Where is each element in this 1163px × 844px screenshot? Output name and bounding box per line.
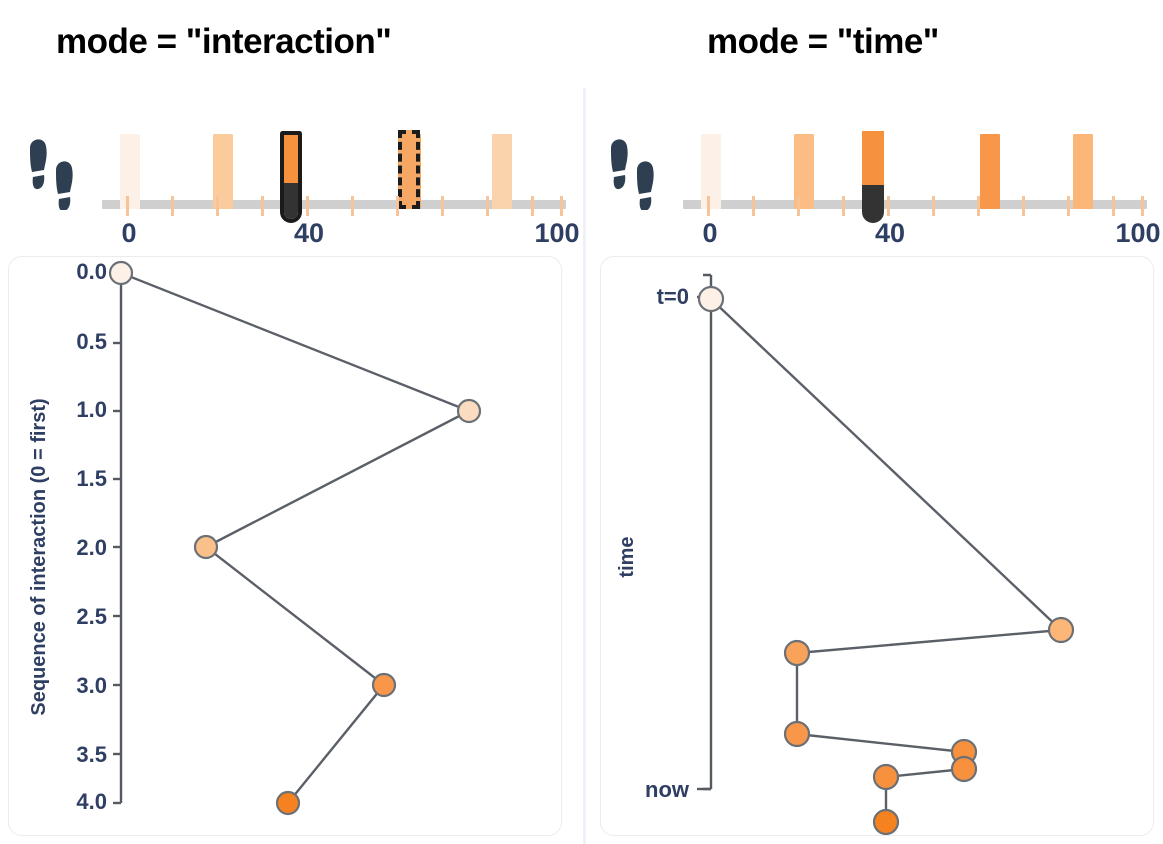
ytick-label-now: now bbox=[645, 777, 690, 802]
slider-tick-3 bbox=[261, 196, 264, 216]
slider-track[interactable] bbox=[102, 200, 566, 209]
slider-tick-4 bbox=[887, 196, 890, 216]
slider-tick-2 bbox=[797, 196, 800, 216]
slider-tick-6 bbox=[396, 196, 399, 216]
slider-tick-4 bbox=[306, 196, 309, 216]
slider-tick-7 bbox=[441, 196, 444, 216]
thumb-stem bbox=[284, 135, 298, 189]
data-point-4[interactable] bbox=[275, 790, 301, 816]
ytick-label-0: 0.0 bbox=[76, 259, 107, 284]
panel-title-interaction: mode = "interaction" bbox=[56, 22, 392, 61]
y-axis-title: Sequence of interaction (0 = first) bbox=[28, 398, 50, 715]
slider-tick-8 bbox=[1067, 196, 1070, 216]
slider-tick-1 bbox=[171, 196, 174, 216]
chart-interaction: 0.0 0.5 1.0 1.5 2.0 2.5 3.0 3.5 4.0 Sequ… bbox=[8, 256, 562, 836]
history-bar-4[interactable] bbox=[1073, 134, 1093, 209]
slider-label-max: 100 bbox=[1115, 218, 1161, 248]
slider-tick-6 bbox=[977, 196, 980, 216]
slider-track-area-time[interactable]: 0 40 100 bbox=[683, 118, 1161, 253]
history-bar-4[interactable] bbox=[492, 134, 512, 209]
data-point-6[interactable] bbox=[872, 763, 900, 791]
data-point-5[interactable] bbox=[950, 755, 978, 783]
slider-thumb-current[interactable] bbox=[862, 131, 884, 223]
history-bar-1[interactable] bbox=[213, 134, 233, 209]
y-axis-spine bbox=[703, 273, 713, 791]
y-axis-title: time bbox=[616, 536, 638, 577]
data-path bbox=[120, 271, 472, 804]
thumb-pin bbox=[284, 183, 298, 219]
slider-tick-10 bbox=[560, 196, 563, 216]
slider-tick-7 bbox=[1022, 196, 1025, 216]
ytick-label-1: 0.5 bbox=[76, 329, 107, 354]
ytick-label-2: 1.0 bbox=[76, 397, 107, 422]
slider-thumb-current[interactable] bbox=[280, 131, 302, 223]
thumb-pin bbox=[862, 185, 884, 223]
data-point-1[interactable] bbox=[1047, 616, 1075, 644]
slider-tick-9 bbox=[531, 196, 534, 216]
data-point-2[interactable] bbox=[783, 639, 811, 667]
slider-label-max: 100 bbox=[534, 218, 580, 248]
ytick-label-t0: t=0 bbox=[657, 284, 689, 309]
data-point-0[interactable] bbox=[108, 260, 134, 286]
ytick-label-6: 3.0 bbox=[76, 673, 107, 698]
data-path bbox=[710, 298, 1064, 822]
slider-tick-8 bbox=[486, 196, 489, 216]
footprints-icon bbox=[30, 139, 73, 210]
slider-tick-0 bbox=[707, 196, 710, 216]
data-point-7[interactable] bbox=[872, 808, 900, 835]
ytick-label-4: 2.0 bbox=[76, 535, 107, 560]
slider-tick-2 bbox=[216, 196, 219, 216]
slider-interaction[interactable]: 0 40 100 bbox=[18, 118, 580, 253]
slider-tick-9 bbox=[1112, 196, 1115, 216]
ytick-label-7: 3.5 bbox=[76, 742, 107, 767]
data-point-2[interactable] bbox=[193, 534, 219, 560]
ytick-label-8: 4.0 bbox=[76, 789, 107, 814]
data-point-3[interactable] bbox=[783, 720, 811, 748]
history-bar-0[interactable] bbox=[701, 134, 721, 209]
slider-tick-1 bbox=[752, 196, 755, 216]
footprints-icon bbox=[611, 139, 654, 210]
data-point-3[interactable] bbox=[371, 672, 397, 698]
history-bar-1[interactable] bbox=[794, 134, 814, 209]
panel-title-time: mode = "time" bbox=[707, 22, 939, 61]
slider-tick-5 bbox=[932, 196, 935, 216]
thumb-stem bbox=[862, 131, 884, 193]
slider-tick-10 bbox=[1141, 196, 1144, 216]
slider-tick-0 bbox=[126, 196, 129, 216]
slider-track-area-interaction[interactable]: 0 40 100 bbox=[102, 118, 580, 253]
chart-time: t=0 now time bbox=[600, 256, 1154, 836]
slider-ghost-marker[interactable] bbox=[398, 130, 420, 209]
ytick-label-5: 2.5 bbox=[76, 604, 107, 629]
slider-tick-5 bbox=[351, 196, 354, 216]
slider-label-min: 0 bbox=[702, 218, 718, 248]
slider-time[interactable]: 0 40 100 bbox=[599, 118, 1161, 253]
slider-label-mid: 40 bbox=[293, 218, 325, 248]
history-bar-3[interactable] bbox=[980, 134, 1000, 209]
data-point-0[interactable] bbox=[697, 285, 725, 313]
ytick-label-3: 1.5 bbox=[76, 466, 107, 491]
slider-label-min: 0 bbox=[121, 218, 137, 248]
history-bar-0[interactable] bbox=[120, 134, 140, 209]
panel-divider bbox=[583, 88, 586, 844]
slider-track[interactable] bbox=[683, 200, 1147, 209]
slider-label-mid: 40 bbox=[874, 218, 906, 248]
data-point-1[interactable] bbox=[456, 398, 482, 424]
slider-tick-3 bbox=[842, 196, 845, 216]
